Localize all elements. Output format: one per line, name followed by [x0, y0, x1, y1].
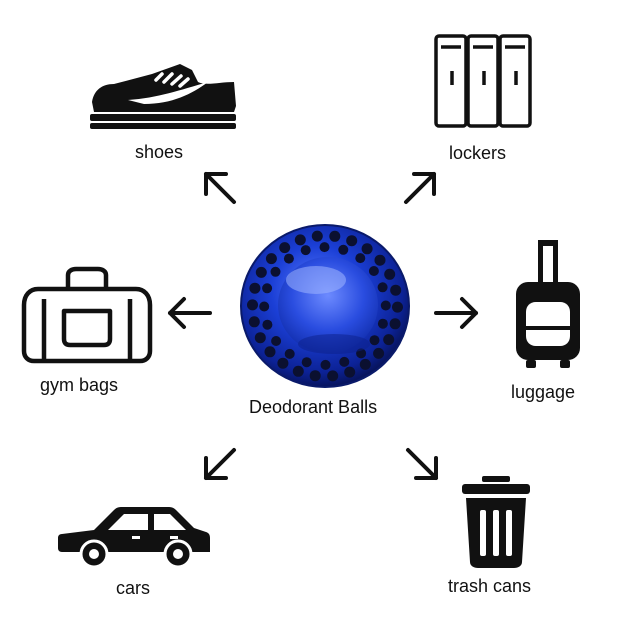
- label-gym-bags: gym bags: [40, 375, 119, 395]
- arrow-to-shoes: [204, 172, 236, 204]
- ball-dot: [383, 334, 395, 346]
- ball-dot: [248, 316, 260, 328]
- trash-can-icon: [462, 476, 530, 568]
- arrow-to-trash-cans: [406, 448, 438, 480]
- label-cars: cars: [116, 578, 151, 598]
- ball-dot: [339, 356, 350, 367]
- deodorant-ball-image: [240, 224, 410, 388]
- ball-dot: [264, 346, 276, 358]
- ball-dot: [259, 301, 270, 312]
- ball-dot: [377, 282, 388, 293]
- car-icon: [58, 507, 210, 569]
- ball-dot: [301, 357, 312, 368]
- ball-dot: [369, 335, 380, 346]
- ball-dot: [392, 301, 403, 313]
- ball-dot: [319, 242, 330, 253]
- ball-dot: [377, 318, 388, 329]
- ball-dot: [249, 282, 261, 294]
- ball-dot: [361, 243, 373, 255]
- ball-dot: [374, 254, 386, 266]
- ball-dot: [247, 299, 258, 311]
- label-trash-cans: trash cans: [448, 576, 532, 596]
- ball-dot: [265, 253, 277, 265]
- ball-dot: [338, 244, 349, 255]
- label-shoes: shoes: [135, 142, 184, 162]
- arrow-to-cars: [204, 448, 236, 480]
- ball-dot: [389, 318, 401, 330]
- ball-dot: [355, 253, 366, 264]
- label-lockers: lockers: [449, 143, 507, 163]
- ball-dot: [270, 266, 281, 277]
- ball-dot: [329, 230, 341, 242]
- ball-dot: [271, 336, 282, 346]
- ball-dot: [311, 230, 323, 242]
- center-label: Deodorant Balls: [249, 397, 378, 417]
- ball-dot: [368, 266, 379, 276]
- ball-dot: [359, 358, 371, 370]
- ball-dot: [255, 266, 267, 278]
- ball-dot: [262, 283, 273, 294]
- arrow-to-lockers: [404, 172, 436, 204]
- ball-dot: [283, 253, 294, 264]
- ball-dot: [346, 235, 358, 247]
- ball-dot: [380, 300, 391, 311]
- ball-dot: [309, 370, 321, 382]
- locker-icon: [434, 34, 532, 128]
- ball-dot: [373, 347, 385, 359]
- ball-dot: [344, 366, 356, 378]
- sneaker-icon: [90, 64, 236, 129]
- ball-dot: [327, 370, 339, 382]
- ball-dot: [300, 245, 311, 256]
- arrow-to-gym-bags: [168, 297, 212, 329]
- ball-dot: [292, 365, 304, 377]
- ball-dot: [262, 319, 273, 330]
- ball-dot: [320, 359, 331, 370]
- label-luggage: luggage: [511, 382, 576, 402]
- ball-dot: [279, 242, 291, 254]
- ball-dot: [384, 268, 396, 280]
- ball-dot: [277, 357, 289, 369]
- arrow-to-luggage: [434, 297, 478, 329]
- suitcase-icon: [516, 240, 580, 368]
- ball-dot: [390, 284, 402, 296]
- ball-dot: [254, 332, 266, 344]
- ball-dot: [294, 234, 306, 246]
- ball-dot: [284, 348, 295, 359]
- duffel-bag-icon: [21, 266, 153, 364]
